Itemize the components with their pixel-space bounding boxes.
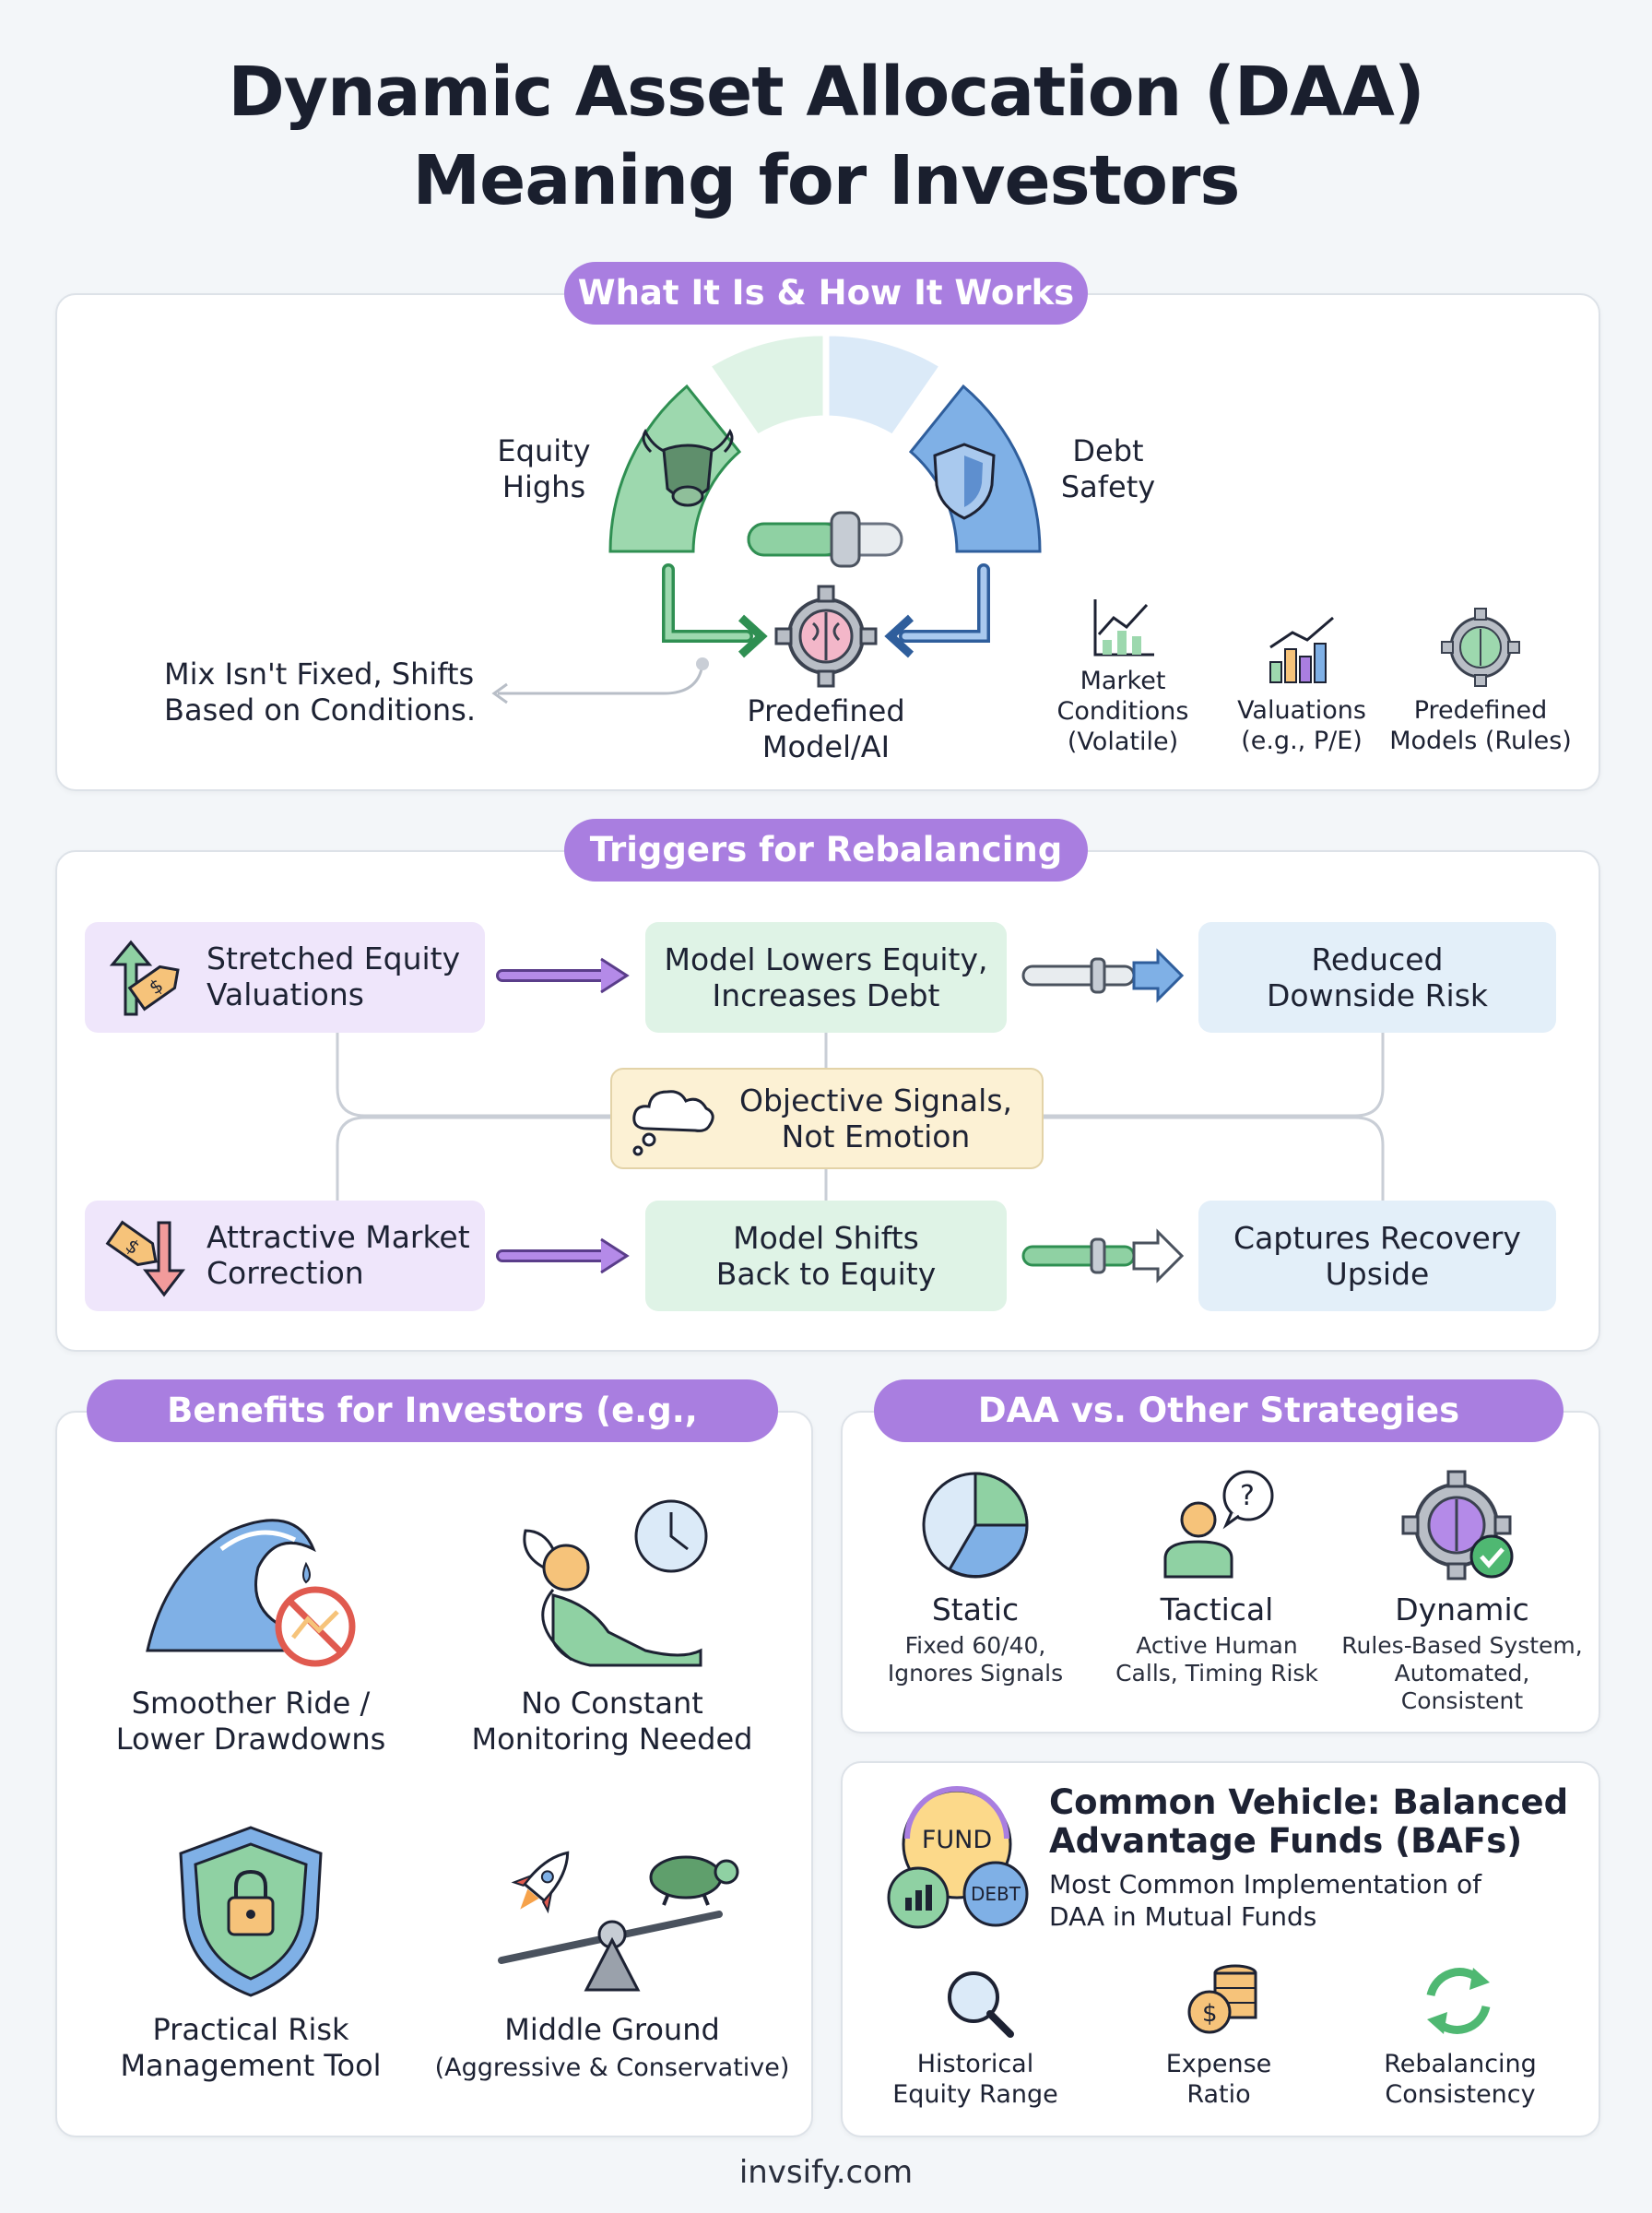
gauge-segment-light-blue xyxy=(826,333,943,437)
pie-chart-icon xyxy=(922,1472,1029,1579)
model-label: Predefined Model/AI xyxy=(747,693,905,764)
trigger-reduced-risk: Reduced Downside Risk xyxy=(1198,922,1556,1033)
fund-badge-icon xyxy=(887,1786,1029,1929)
strategy-tactical-title: Tactical xyxy=(1160,1592,1274,1627)
arrow-row2-purple xyxy=(496,1237,630,1274)
trigger-model-shifts-equity: Model Shifts Back to Equity xyxy=(645,1201,1007,1311)
seesaw-icon xyxy=(498,1851,739,1992)
debt-safety-label: Debt Safety xyxy=(1060,433,1156,504)
line-chart-icon xyxy=(1093,599,1154,657)
coins-icon: $ xyxy=(1187,1964,1257,2034)
strategy-dynamic-desc: Rules-Based System, Automated, Consisten… xyxy=(1341,1632,1583,1714)
baf-historical-range: Historical Equity Range xyxy=(892,2050,1058,2109)
wave-icon xyxy=(146,1519,356,1667)
allocation-slider-handle xyxy=(830,511,861,568)
benefit-middle-ground: Middle Ground xyxy=(504,2012,720,2047)
trigger-model-lowers-equity: Model Lowers Equity, Increases Debt xyxy=(645,922,1007,1033)
gear-brain-small-icon xyxy=(1441,608,1520,687)
shield-icon xyxy=(933,443,996,520)
gear-brain-icon xyxy=(774,585,878,688)
benefit-risk-tool: Practical Risk Management Tool xyxy=(120,2012,382,2083)
price-tag-up-icon: $ xyxy=(109,940,180,1016)
benefit-no-monitoring: No Constant Monitoring Needed xyxy=(471,1686,753,1757)
benefit-middle-ground-sub: (Aggressive & Conservative) xyxy=(434,2053,790,2082)
gear-check-icon xyxy=(1401,1470,1514,1580)
strategy-tactical-desc: Active Human Calls, Timing Risk xyxy=(1115,1632,1318,1686)
trigger-market-correction: $ Attractive Market Correction xyxy=(85,1201,485,1311)
fund-badge-label: FUND xyxy=(921,1826,993,1854)
input-valuations: Valuations (e.g., P/E) xyxy=(1237,696,1366,755)
shield-lock-icon xyxy=(179,1826,323,1997)
input-predefined-models: Predefined Models (Rules) xyxy=(1389,696,1572,755)
footer-site: invsify.com xyxy=(738,2154,914,2191)
person-question-icon: ? xyxy=(1163,1470,1274,1579)
baf-expense-ratio: Expense Ratio xyxy=(1165,2050,1272,2109)
strategy-static-desc: Fixed 60/40, Ignores Signals xyxy=(887,1632,1064,1686)
svg-text:?: ? xyxy=(1240,1480,1255,1512)
trigger-captures-upside: Captures Recovery Upside xyxy=(1198,1201,1556,1311)
bull-icon xyxy=(642,428,734,507)
trigger-stretched-valuations: $ Stretched Equity Valuations xyxy=(85,922,485,1033)
bar-chart-icon xyxy=(1269,616,1334,683)
baf-subtitle: Most Common Implementation of DAA in Mut… xyxy=(1049,1869,1481,1932)
page-title: Dynamic Asset Allocation (DAA) Meaning f… xyxy=(228,53,1424,220)
debt-badge-label: DEBT xyxy=(971,1883,1021,1905)
how-it-works-pill: What It Is & How It Works xyxy=(564,262,1088,325)
baf-rebalancing: Rebalancing Consistency xyxy=(1384,2050,1537,2109)
mix-note: Mix Isn't Fixed, Shifts Based on Conditi… xyxy=(164,657,476,728)
gauge-segment-light-green xyxy=(707,333,826,437)
objective-signals-box: Objective Signals, Not Emotion xyxy=(610,1068,1044,1169)
benefit-smoother-ride: Smoother Ride / Lower Drawdowns xyxy=(115,1686,386,1757)
refresh-icon xyxy=(1426,1968,1491,2034)
benefits-pill: Benefits for Investors (e.g., Salaried) xyxy=(87,1379,778,1493)
equity-highs-label: Equity Highs xyxy=(497,433,591,504)
strategy-dynamic-title: Dynamic xyxy=(1395,1592,1529,1627)
strategies-pill: DAA vs. Other Strategies xyxy=(874,1379,1564,1442)
input-market-conditions: Market Conditions (Volatile) xyxy=(1056,667,1189,756)
strategy-static-title: Static xyxy=(931,1592,1020,1627)
arrow-row1-purple xyxy=(496,957,630,994)
slider-arrow-row1 xyxy=(1021,948,1185,1003)
baf-title: Common Vehicle: Balanced Advantage Funds… xyxy=(1049,1782,1569,1861)
slider-arrow-row2 xyxy=(1021,1228,1185,1284)
cloud-icon xyxy=(632,1090,714,1156)
svg-text:$: $ xyxy=(1202,2000,1218,2028)
triggers-pill: Triggers for Rebalancing xyxy=(564,819,1088,882)
relaxed-person-icon xyxy=(523,1499,708,1667)
magnifier-icon xyxy=(948,1971,1014,2038)
price-tag-down-icon: $ xyxy=(105,1220,186,1297)
